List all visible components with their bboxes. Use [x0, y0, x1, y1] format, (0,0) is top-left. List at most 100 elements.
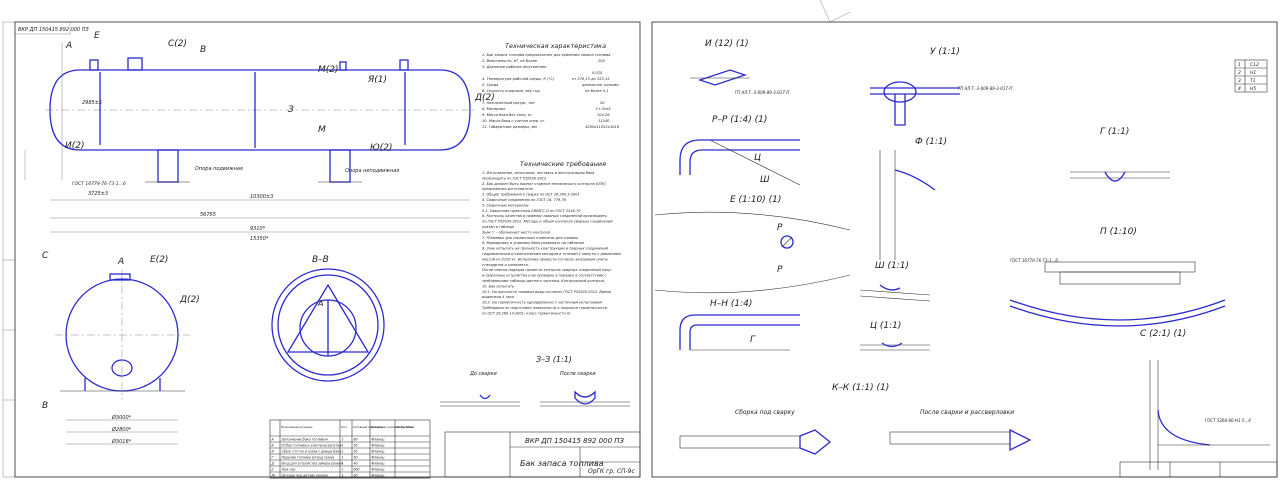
svg-text:4285х11052х3016: 4285х11052х3016 — [585, 125, 620, 129]
end-view-b-label: В — [42, 401, 48, 411]
nozzle-d2-label: Д(2) — [474, 93, 495, 103]
nozzle-table-cell: 1 — [342, 438, 344, 442]
sheet-2-frame — [651, 21, 1278, 478]
after-weld-label: После сварки — [560, 371, 596, 377]
svg-text:1. Бак запаса топлива предназн: 1. Бак запаса топлива предназначен для х… — [482, 53, 610, 57]
nozzle-yu2-label: Ю(2) — [370, 143, 392, 153]
svg-text:5. Среда: 5. Среда — [482, 83, 498, 87]
corner-code: ВКР ДП 150415 892 000 ПЗ — [18, 27, 90, 33]
detail-g: Г (1:1) — [1100, 127, 1129, 137]
stamp-org: ОрГК гр. СП-9с — [588, 468, 636, 475]
nozzle-table-cell: 1 — [342, 474, 344, 478]
tech-characteristics: Техническая характеристика 1. Бак запаса… — [482, 42, 620, 129]
svg-text:Ø3016*: Ø3016* — [111, 438, 132, 445]
detail-nn-drawing: Г — [679, 314, 800, 351]
tank-end-view: Ø3000* Ø2800* Ø3016* А Е(2) Д(2) С В — [42, 251, 200, 445]
nozzle-table-cell: 1 — [342, 444, 344, 448]
tech-requirements: Технические требования 1. Изготовление, … — [481, 160, 621, 315]
nozzle-table-cell: 50 — [354, 450, 358, 454]
req-line: массой по 2150 кг. Испытание провести со… — [482, 257, 608, 261]
req-line: Знак ▽ – обозначает место контроля — [482, 230, 550, 234]
weld-before-label: Сборка под сварку — [735, 409, 795, 416]
detail-f: Ф (1:1) — [915, 137, 947, 147]
section-bb-l-label: А — [317, 299, 323, 308]
nozzle-table-cell: В — [272, 450, 274, 454]
nozzle-table-cell: 600 — [354, 468, 360, 472]
nozzle-table-cell: Д — [271, 462, 275, 466]
detail-g-drawing — [1070, 171, 1170, 182]
detail-rr: Р–Р (1:4) (1) — [712, 115, 767, 125]
section-m-label: М — [318, 125, 326, 135]
support-fixed-label: Опора неподвижная — [345, 168, 399, 174]
nozzle-table-cell: А — [271, 438, 274, 442]
nozzle-table-cell: 1 — [342, 450, 344, 454]
req-line: 5.1. Сварочная проволока СВ08ГС-О по ГОС… — [482, 209, 581, 213]
nozzle-table-header: Примечание — [396, 425, 415, 429]
req-line: по ГОСТ Р52630-2012. Методы и объем конт… — [482, 220, 613, 224]
nozzle-table-cell: Фланец — [372, 474, 385, 478]
svg-text:Р: Р — [777, 265, 783, 275]
sheet-1-side-strip — [2, 21, 16, 478]
svg-text:Р: Р — [777, 223, 783, 233]
small-table-cell: 4 — [1238, 86, 1241, 92]
small-table-cell: С12 — [1250, 62, 1259, 68]
stamp-title: Бак запаса топлива — [520, 459, 604, 468]
section-zz: З–З (1:1) До сварки После сварки — [440, 355, 630, 407]
section-bb: В–В А — [271, 255, 385, 382]
svg-text:3. Давление рабочее /внутренне: 3. Давление рабочее /внутреннее — [482, 65, 547, 69]
nozzle-table-header: Условный проход Dy — [353, 425, 384, 429]
small-table-cell: 1 — [1238, 62, 1241, 68]
nozzle-table-cell: Вход для устройства замера уровня — [282, 462, 343, 466]
section-z-label: З — [288, 105, 294, 115]
sheet-1-corner-code — [14, 21, 71, 35]
req-line: стандартов и комплекта. — [482, 263, 529, 267]
req-line: После сметки надзоры провести контроль с… — [482, 268, 611, 272]
req-title: Технические требования — [520, 160, 606, 168]
req-line: 7. *Размеры для справочных отмечены для … — [482, 236, 579, 240]
nozzle-table-cell: 80 — [354, 438, 358, 442]
req-line: предприятия-изготовителя — [482, 187, 533, 191]
dim-4: 2985±5 — [82, 100, 102, 106]
nozzle-table-header: Кол. — [341, 425, 347, 429]
support-movable — [157, 149, 179, 183]
nozzle-table-cell: 50 — [354, 456, 358, 460]
req-line: 6. Контроль качества и приемку сварных с… — [482, 214, 607, 218]
support-movable-label: Опора подвижная — [195, 166, 243, 172]
detail-sh: Ш (1:1) — [875, 261, 909, 271]
section-b-label: В — [200, 45, 206, 55]
small-table-cell: Т1 — [1250, 78, 1256, 84]
detail-i: И (12) (1) — [705, 39, 749, 49]
detail-ts: Ц (1:1) — [870, 321, 901, 331]
nozzle-i2-label: И(2) — [65, 141, 84, 151]
nozzle-table-header: Давление условное Ру, МПа — [370, 425, 412, 429]
req-line: и сварочные устройства и их проверку в п… — [482, 274, 607, 278]
svg-text:от 278,15 до 323,15: от 278,15 до 323,15 — [572, 77, 610, 81]
svg-text:104,26: 104,26 — [597, 113, 610, 117]
req-line: 9. Зону испытать на прочность конструкци… — [482, 247, 609, 251]
end-view-a-label: А — [117, 257, 124, 267]
svg-text:Ø2800*: Ø2800* — [111, 426, 132, 433]
detail-e-drawing: Р Р — [654, 211, 851, 294]
detail-s: С (2:1) (1) — [1140, 329, 1186, 339]
req-line: 1. Изготовление, испытание, поставку и э… — [482, 171, 594, 175]
small-table-cell: Н1 — [1250, 70, 1256, 76]
nozzle-c2-label: С(2) — [168, 39, 187, 49]
small-table-cell: 2 — [1238, 70, 1241, 76]
req-line: выдержки 4 часа — [482, 295, 514, 299]
detail-e: Е (1:10) (1) — [730, 195, 781, 205]
nozzle-ya1-label: Я(1) — [367, 75, 387, 85]
svg-text:Ст.3сп5: Ст.3сп5 — [596, 107, 611, 111]
req-line: 2. Бак должен быть принят отделом технич… — [482, 182, 607, 186]
req-line: 10.2. На герметичность одновременно с ча… — [482, 301, 602, 305]
tech-title: Техническая характеристика — [505, 42, 606, 50]
req-line: 4. Сварочные соединения по ГОСТ 16. 779-… — [482, 198, 567, 202]
detail-p: П (1:10) — [1100, 227, 1137, 237]
svg-text:0,025: 0,025 — [592, 71, 603, 75]
nozzle-table-cell: Фланец — [372, 468, 385, 472]
nozzle-table-cell: Отбор топлива к электроагрегатам — [282, 444, 343, 448]
svg-text:ГОСТ 5264-80-Н1-5...6: ГОСТ 5264-80-Н1-5...6 — [1205, 418, 1251, 423]
req-line: 5. Сварочные материалы — [482, 203, 529, 207]
